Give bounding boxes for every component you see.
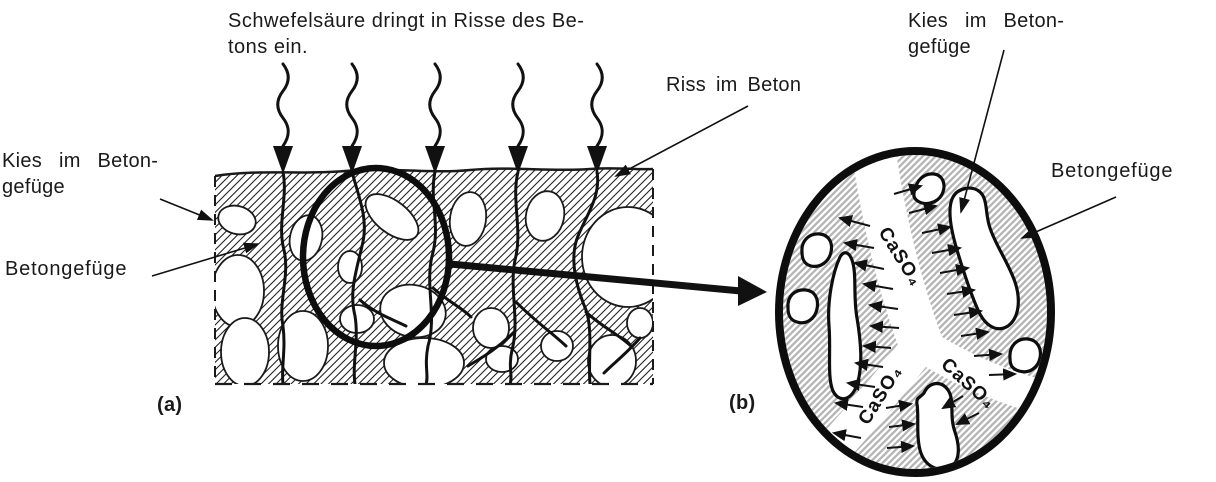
acid-arrows (273, 62, 607, 174)
acid-arrow (342, 62, 362, 174)
label-kies-a: Kies im Beton- gefüge (2, 148, 158, 200)
panel-b-tag: (b) (729, 392, 756, 414)
kies-a-line-1: Kies im Beton- (2, 150, 159, 172)
leader-riss (614, 105, 749, 177)
detail-circle: CaSO₄ CaSO₄ CaSO₄ (775, 147, 1055, 477)
title-line-1: Schwefelsäure dringt in Risse des Be- (228, 10, 585, 32)
leader-betongefuege-b (1020, 196, 1117, 239)
concrete-surface-line (214, 167, 654, 178)
acid-arrow (273, 62, 293, 174)
label-kies-b: Kies im Beton- gefüge (908, 8, 1064, 60)
gravel-blobs-b (786, 172, 1043, 469)
label-betongefuege-a: Betongefüge (5, 258, 128, 280)
concrete-block (214, 167, 654, 386)
zoom-arrow (449, 260, 767, 306)
leader-betongefuege-a (151, 242, 260, 277)
acid-arrow (425, 62, 445, 174)
figure-title: Schwefelsäure dringt in Risse des Be- to… (228, 8, 584, 60)
leader-kies-b (959, 49, 1005, 214)
panel-b-drawing: CaSO₄ CaSO₄ CaSO₄ (775, 147, 1055, 477)
detail-circle-border (775, 147, 1055, 477)
gravel-and-cracks (215, 170, 653, 384)
expansion-arrows (823, 183, 1041, 464)
leader-kies-a (159, 198, 214, 221)
kies-a-line-2: gefüge (2, 176, 65, 198)
title-line-2: tons ein. (228, 36, 309, 58)
kies-b-line-2: gefüge (908, 36, 971, 58)
kies-b-line-1: Kies im Beton- (908, 10, 1065, 32)
label-riss-im-beton: Riss im Beton (666, 74, 802, 96)
panel-a-drawing (214, 62, 767, 386)
label-betongefuege-b: Betongefüge (1051, 160, 1174, 182)
acid-arrow (587, 62, 607, 174)
leader-lines (151, 49, 1117, 277)
acid-arrow (508, 62, 528, 174)
panel-a-tag: (a) (157, 394, 183, 416)
highlight-ellipse (299, 164, 453, 350)
